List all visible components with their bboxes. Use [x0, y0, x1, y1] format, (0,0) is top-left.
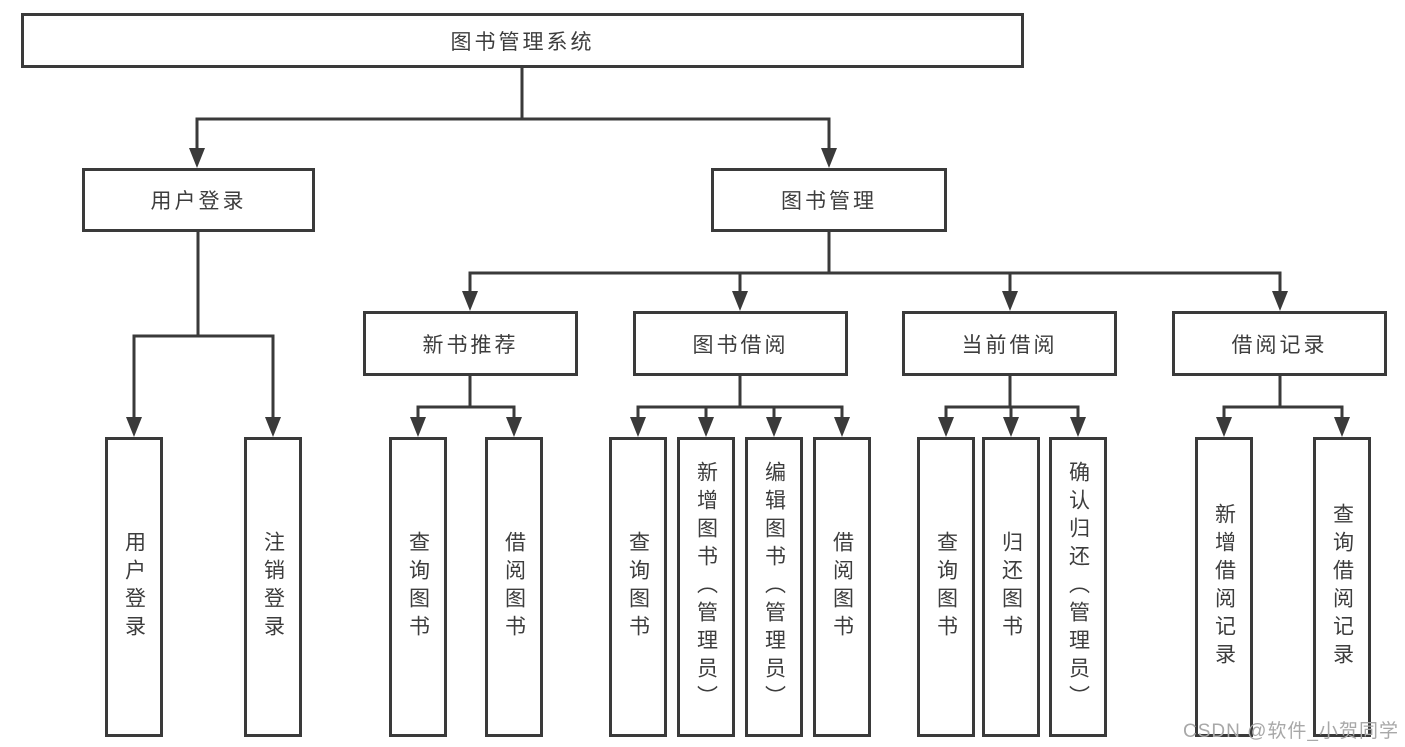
leaf-edit-book-admin: 编辑图书（管理员） — [745, 437, 803, 737]
node-book-borrowing-label: 图书借阅 — [692, 333, 789, 357]
arrowhead — [766, 417, 782, 437]
node-new-book-recommend: 新书推荐 — [363, 311, 578, 376]
node-book-management: 图书管理 — [711, 168, 947, 232]
leaf-borrowing-query-book-label: 查询图书 — [626, 531, 650, 643]
arrowhead — [1334, 417, 1350, 437]
leaf-add-book-admin: 新增图书（管理员） — [677, 437, 735, 737]
leaf-logout-label: 注销登录 — [261, 531, 285, 643]
node-root: 图书管理系统 — [21, 13, 1024, 68]
leaf-confirm-return-admin: 确认归还（管理员） — [1049, 437, 1107, 737]
node-borrowing-records-label: 借阅记录 — [1231, 333, 1328, 357]
leaf-add-book-admin-label: 新增图书（管理员） — [694, 461, 718, 713]
node-current-borrowing-label: 当前借阅 — [961, 333, 1058, 357]
node-book-management-label: 图书管理 — [781, 190, 877, 213]
arrowhead — [938, 417, 954, 437]
arrowhead — [189, 148, 205, 168]
node-current-borrowing: 当前借阅 — [902, 311, 1117, 376]
node-borrowing-records: 借阅记录 — [1172, 311, 1387, 376]
arrowhead — [1002, 291, 1018, 311]
leaf-edit-book-admin-label: 编辑图书（管理员） — [762, 461, 786, 713]
leaf-current-query-book-label: 查询图书 — [934, 531, 958, 643]
leaf-borrow-book-label: 借阅图书 — [830, 531, 854, 643]
leaf-return-book-label: 归还图书 — [999, 531, 1023, 643]
leaf-user-login-label: 用户登录 — [122, 531, 146, 643]
node-user-login-module: 用户登录 — [82, 168, 315, 232]
arrowhead — [1272, 291, 1288, 311]
arrowhead — [732, 291, 748, 311]
arrowhead — [698, 417, 714, 437]
arrowhead — [630, 417, 646, 437]
leaf-confirm-return-admin-label: 确认归还（管理员） — [1066, 461, 1090, 713]
arrowhead — [265, 417, 281, 437]
leaf-logout: 注销登录 — [244, 437, 302, 737]
leaf-borrow-book: 借阅图书 — [813, 437, 871, 737]
leaf-recommend-borrow-book: 借阅图书 — [485, 437, 543, 737]
leaf-borrowing-query-book: 查询图书 — [609, 437, 667, 737]
arrowhead — [834, 417, 850, 437]
arrowhead — [1216, 417, 1232, 437]
arrowhead — [462, 291, 478, 311]
arrowhead — [506, 417, 522, 437]
leaf-recommend-query-book: 查询图书 — [389, 437, 447, 737]
arrowhead — [821, 148, 837, 168]
leaf-recommend-borrow-book-label: 借阅图书 — [502, 531, 526, 643]
node-user-login-module-label: 用户登录 — [150, 190, 247, 213]
leaf-recommend-query-book-label: 查询图书 — [406, 531, 430, 643]
node-book-borrowing: 图书借阅 — [633, 311, 848, 376]
leaf-query-borrow-record-label: 查询借阅记录 — [1330, 503, 1354, 671]
node-new-book-recommend-label: 新书推荐 — [422, 333, 519, 357]
arrowhead — [1003, 417, 1019, 437]
arrowhead — [1070, 417, 1086, 437]
leaf-current-query-book: 查询图书 — [917, 437, 975, 737]
leaf-return-book: 归还图书 — [982, 437, 1040, 737]
leaf-add-borrow-record: 新增借阅记录 — [1195, 437, 1253, 737]
leaf-user-login: 用户登录 — [105, 437, 163, 737]
arrowhead — [126, 417, 142, 437]
leaf-add-borrow-record-label: 新增借阅记录 — [1212, 503, 1236, 671]
node-root-label: 图书管理系统 — [450, 30, 595, 54]
leaf-query-borrow-record: 查询借阅记录 — [1313, 437, 1371, 737]
csdn-watermark: CSDN @软件_小贺同学 — [1183, 721, 1399, 742]
arrowhead — [410, 417, 426, 437]
